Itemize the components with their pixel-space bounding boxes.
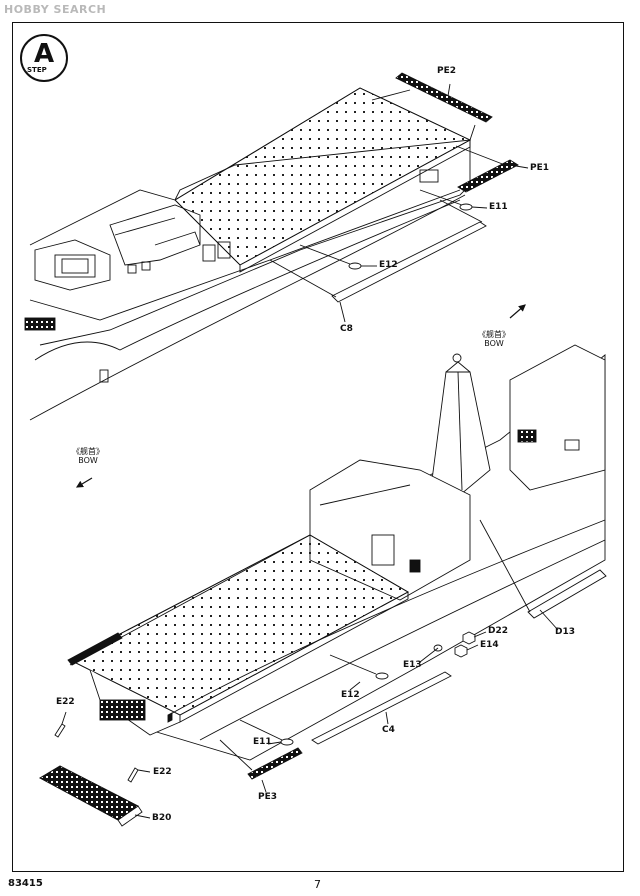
bow-label-top-cn: 《舰首》 bbox=[478, 330, 510, 339]
bow-label-bottom-en: BOW bbox=[78, 456, 98, 465]
label-pe1: PE1 bbox=[530, 163, 550, 173]
step-badge: A STEP bbox=[20, 34, 68, 82]
bow-label-top: 《舰首》 BOW bbox=[478, 330, 510, 348]
label-e13: E13 bbox=[403, 660, 422, 670]
label-d13: D13 bbox=[555, 627, 575, 637]
lower-assembly bbox=[39, 344, 607, 827]
label-pe3: PE3 bbox=[258, 792, 278, 802]
bow-label-top-en: BOW bbox=[484, 339, 504, 348]
watermark: HOBBY SEARCH bbox=[4, 3, 107, 16]
label-e22-right: E22 bbox=[153, 767, 172, 777]
label-e12-top: E12 bbox=[379, 260, 398, 270]
label-d22: D22 bbox=[488, 626, 508, 636]
bow-arrow-top bbox=[509, 304, 526, 319]
label-b20: B20 bbox=[152, 813, 172, 823]
label-c8: C8 bbox=[340, 324, 353, 334]
label-e12-bottom: E12 bbox=[341, 690, 360, 700]
bow-label-bottom: 《舰首》 BOW bbox=[72, 447, 104, 465]
label-e11-bottom: E11 bbox=[253, 737, 272, 747]
label-e22-left: E22 bbox=[56, 697, 75, 707]
step-letter: A bbox=[33, 39, 55, 69]
label-e11-top: E11 bbox=[489, 202, 508, 212]
label-pe2: PE2 bbox=[437, 66, 457, 76]
diagram-frame bbox=[12, 22, 624, 872]
label-e14: E14 bbox=[480, 640, 499, 650]
label-c4: C4 bbox=[382, 725, 395, 735]
product-code: 83415 bbox=[8, 878, 43, 889]
upper-assembly bbox=[24, 72, 529, 421]
page-number: 7 bbox=[314, 878, 321, 891]
step-word: STEP bbox=[27, 66, 47, 74]
bow-arrow-bottom bbox=[75, 477, 93, 488]
bow-label-bottom-cn: 《舰首》 bbox=[72, 447, 104, 456]
